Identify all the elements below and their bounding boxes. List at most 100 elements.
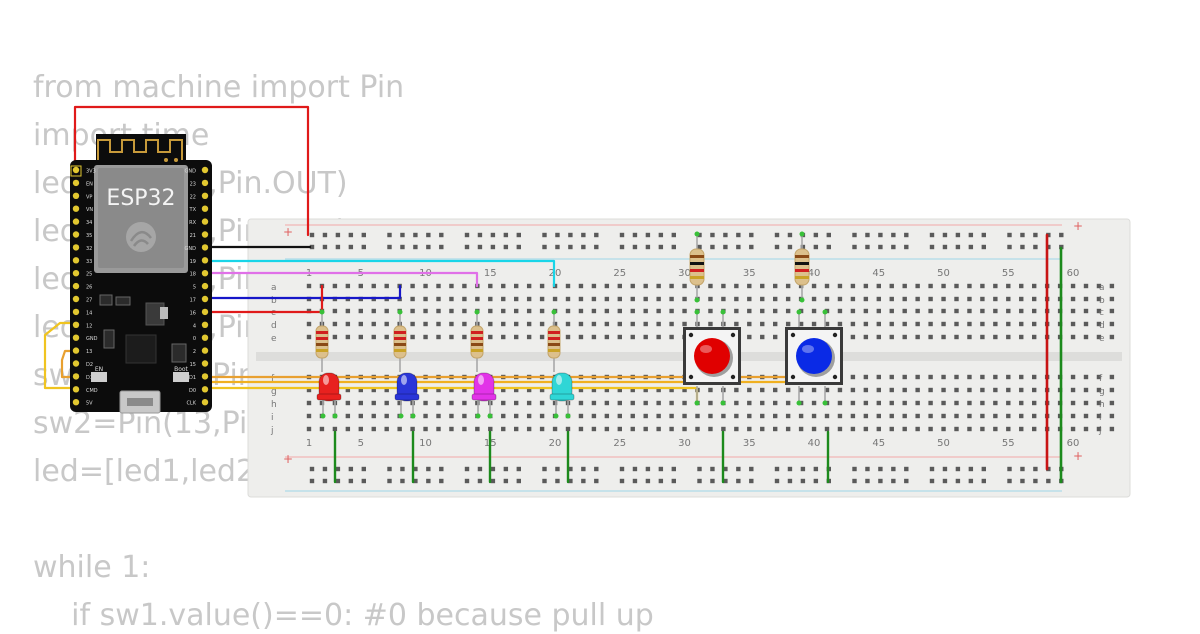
breadboard-hole	[915, 283, 920, 289]
breadboard-hole	[1096, 283, 1102, 289]
pin-label: VN	[86, 207, 93, 213]
breadboard-hole	[876, 400, 881, 406]
breadboard-hole	[539, 296, 545, 302]
rail-hole	[645, 466, 651, 472]
wire-orange-sw	[60, 349, 804, 379]
breadboard-hole	[643, 426, 648, 432]
breadboard-hole	[578, 426, 584, 432]
breadboard-hole	[954, 387, 959, 393]
breadboard-hole	[760, 296, 765, 302]
breadboard-hole	[941, 374, 946, 380]
breadboard-hole	[332, 426, 338, 432]
breadboard-hole	[915, 374, 920, 380]
rail-hole	[658, 478, 664, 484]
pin-label: 4	[193, 323, 196, 329]
breadboard-hole	[617, 308, 622, 314]
rail-hole	[710, 232, 715, 238]
breadboard-hole	[539, 387, 545, 393]
breadboard-hole	[876, 308, 881, 314]
rail-hole	[400, 466, 405, 472]
pin-label: 16	[190, 310, 196, 316]
led-pin	[398, 413, 404, 419]
row-letter: i	[271, 413, 274, 423]
resistor-pin	[551, 309, 557, 315]
breadboard-hole	[604, 387, 610, 393]
led-highlight	[323, 375, 329, 385]
breadboard-hole	[436, 283, 441, 289]
button-corner-dot	[790, 374, 796, 380]
breadboard-hole	[798, 321, 804, 327]
breadboard-hole	[449, 334, 454, 340]
header-pin	[72, 179, 80, 187]
breadboard-hole	[345, 308, 351, 314]
breadboard-hole	[1019, 308, 1024, 314]
breadboard-hole	[669, 400, 674, 406]
breadboard-hole	[708, 426, 713, 432]
breadboard-hole	[578, 400, 584, 406]
breadboard-hole	[993, 334, 998, 340]
breadboard-hole	[358, 400, 363, 406]
rail-hole	[477, 232, 483, 238]
rail-hole	[490, 466, 496, 472]
button-corner-dot	[832, 374, 838, 380]
resistor-pin	[397, 309, 403, 315]
rail-hole	[555, 478, 560, 484]
pin-label: 27	[86, 298, 92, 304]
breadboard-hole	[591, 296, 597, 302]
breadboard-hole	[552, 400, 558, 406]
breadboard-hole	[423, 413, 428, 419]
rail-hole	[813, 478, 819, 484]
resistor-band	[316, 331, 328, 334]
button-pin	[720, 309, 726, 315]
rail-hole	[387, 478, 392, 484]
breadboard-hole	[591, 426, 597, 432]
rail-hole	[568, 478, 573, 484]
breadboard-hole	[993, 296, 998, 302]
rail-hole	[619, 232, 625, 238]
rail-hole	[581, 232, 586, 238]
breadboard-hole	[436, 296, 441, 302]
breadboard-hole	[902, 413, 907, 419]
rail-hole	[1046, 466, 1051, 472]
pin-label: D3	[86, 375, 93, 381]
header-pin	[72, 399, 80, 406]
breadboard-hole	[539, 334, 545, 340]
resistor-band	[394, 331, 406, 334]
header-pin	[72, 218, 80, 225]
rail-hole	[852, 232, 857, 238]
breadboard-hole	[1006, 308, 1011, 314]
breadboard-hole	[462, 283, 467, 289]
row-letter: d	[1099, 321, 1105, 331]
breadboard-hole	[760, 308, 765, 314]
smd-component	[171, 343, 187, 363]
breadboard-hole	[604, 321, 610, 327]
breadboard-hole	[514, 387, 519, 393]
breadboard-hole	[1032, 296, 1037, 302]
breadboard-hole	[539, 283, 545, 289]
header-pin	[201, 205, 209, 212]
breadboard-hole	[889, 296, 894, 302]
breadboard-hole	[449, 308, 454, 314]
pin-label: GND	[185, 169, 197, 175]
rail-hole	[697, 232, 702, 238]
header-pin	[201, 257, 209, 264]
breadboard-hole	[514, 283, 519, 289]
rail-hole	[645, 232, 651, 238]
breadboard-hole	[850, 374, 856, 380]
breadboard-hole	[656, 296, 661, 302]
breadboard-hole	[332, 283, 338, 289]
breadboard-hole	[954, 308, 959, 314]
breadboard-hole	[760, 321, 765, 327]
breadboard-hole	[773, 426, 778, 432]
rail-hole	[1033, 232, 1038, 238]
header-pin	[201, 386, 209, 393]
rail-hole	[348, 478, 354, 484]
breadboard-hole	[915, 387, 920, 393]
breadboard-hole	[980, 413, 985, 419]
pullup-resistor	[794, 231, 810, 303]
breadboard-hole	[721, 296, 726, 302]
breadboard-hole	[980, 283, 985, 289]
breadboard-hole	[1070, 426, 1076, 432]
breadboard-hole	[1006, 387, 1011, 393]
breadboard-hole	[306, 387, 312, 393]
